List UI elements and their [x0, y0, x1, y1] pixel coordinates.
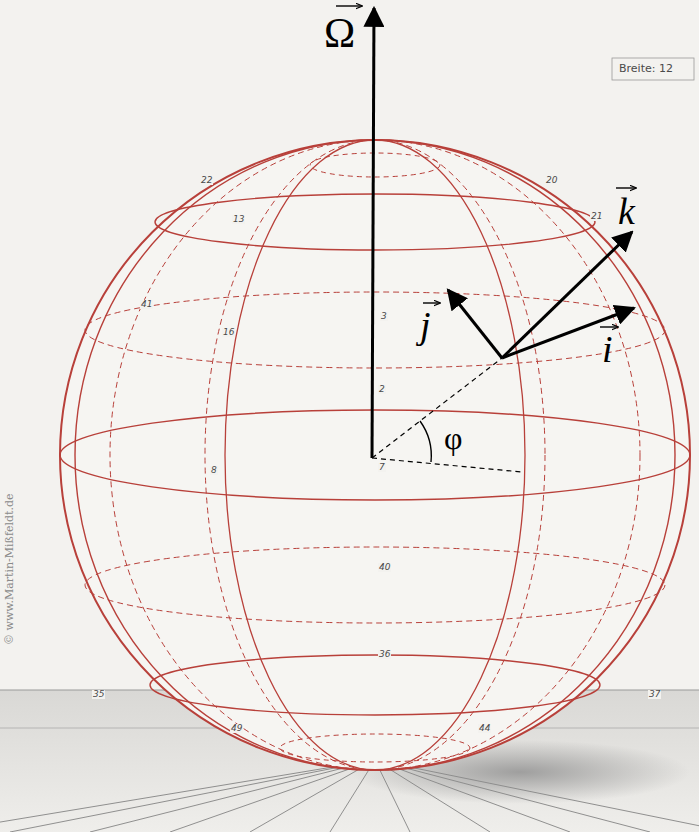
vector-j: [448, 290, 502, 358]
sphere-grid: [60, 140, 690, 770]
callout-number: 44: [478, 724, 491, 733]
angle-label: φ: [444, 422, 462, 454]
vector-accent: [336, 5, 362, 6]
rotation-axis: [372, 8, 374, 458]
callout-number: 21: [590, 212, 603, 221]
vector-label: j: [420, 306, 431, 344]
callout-number: 49: [230, 724, 243, 733]
callout-number: 35: [92, 690, 105, 699]
callout-number: 40: [378, 563, 391, 572]
callout-number: 13: [232, 215, 245, 224]
vector-label: i: [602, 330, 613, 368]
callout-number: 2: [378, 385, 386, 394]
callout-number: 3: [380, 312, 388, 321]
callout-number: 8: [210, 466, 218, 475]
vector-accent: [600, 326, 618, 327]
callout-number: 37: [648, 690, 661, 699]
equator-radius: [372, 458, 522, 472]
callout-number: 16: [222, 328, 235, 337]
callout-number: 20: [545, 176, 558, 185]
note-label: Breite: 12: [618, 63, 674, 74]
vector-label: k: [618, 192, 635, 230]
callout-number: 22: [200, 176, 213, 185]
vector-i: [502, 308, 634, 358]
vector-accent: [616, 187, 636, 188]
callout-number: 7: [378, 463, 386, 472]
angle-arc: [420, 421, 431, 462]
vector-accent: [423, 302, 440, 303]
omega-symbol: Ω: [324, 12, 355, 54]
watermark: © www.Martin-Mißfeldt.de: [2, 494, 15, 646]
note-box: [612, 58, 694, 80]
radius-line: [372, 358, 502, 458]
callout-number: 41: [140, 300, 153, 309]
callout-number: 36: [378, 650, 391, 659]
